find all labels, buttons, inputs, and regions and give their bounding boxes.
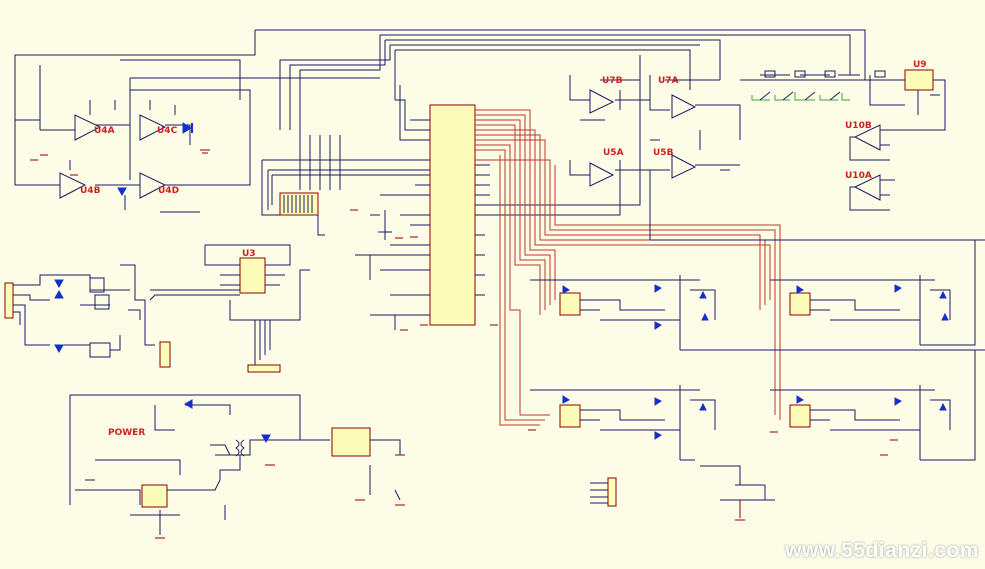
opamp-cluster-u4: U4A U4C U4B U4D	[14, 65, 251, 213]
label-u7b: U7B	[602, 76, 623, 86]
label-u4c: U4C	[157, 126, 178, 136]
label-u5b: U5B	[653, 148, 674, 158]
bottom-connectors	[590, 477, 745, 521]
label-u7a: U7A	[658, 76, 679, 86]
u3-block: U3	[149, 244, 310, 373]
u9-block: U9	[740, 60, 946, 131]
label-u10a: U10A	[845, 171, 872, 181]
opamp-cluster-u10: U10B U10A	[639, 55, 985, 241]
component-ref-marks	[30, 159, 418, 239]
label-u5a: U5A	[603, 148, 624, 158]
power-section: POWER	[69, 394, 405, 539]
opamp-cluster-u5-u7: U7B U7A U5A U5B	[569, 75, 741, 187]
dip-switch-block	[261, 130, 420, 236]
red-bus	[475, 109, 781, 426]
label-u9: U9	[913, 60, 927, 70]
label-u4a: U4A	[94, 126, 115, 136]
left-interface	[4, 264, 171, 368]
top-bus-wires	[14, 29, 866, 150]
driver-stages	[528, 240, 985, 501]
label-u3: U3	[242, 249, 256, 259]
label-u4b: U4B	[80, 186, 101, 196]
label-power: POWER	[108, 428, 145, 438]
site-watermark: www.55dianzi.com	[785, 539, 979, 562]
label-u4d: U4D	[158, 186, 179, 196]
label-u10b: U10B	[845, 121, 872, 131]
